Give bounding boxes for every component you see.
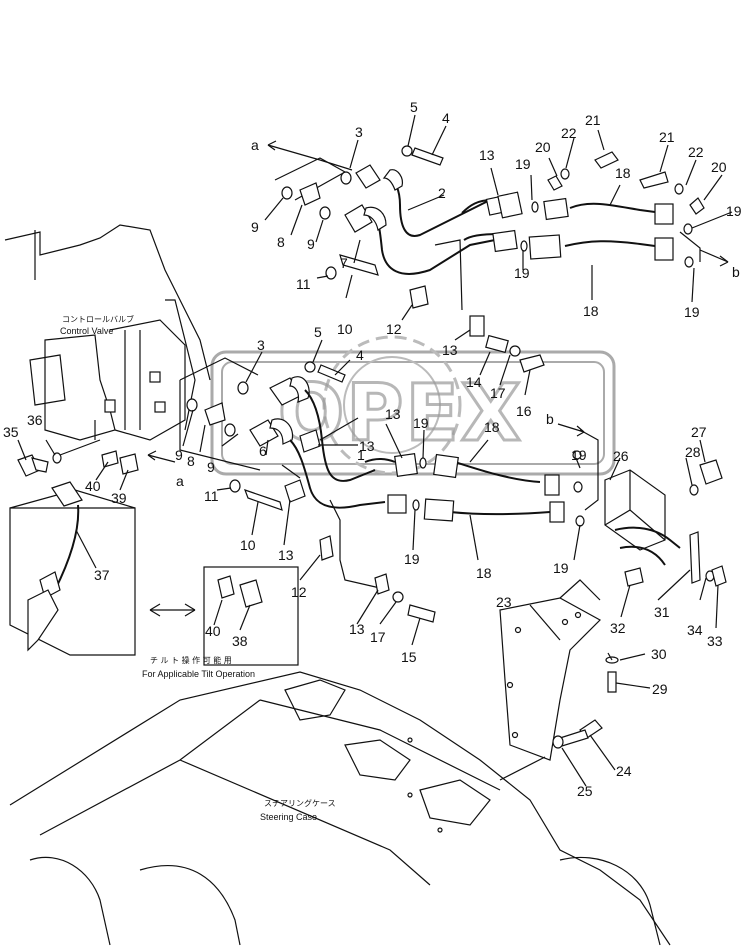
callout-29: 29 xyxy=(652,681,668,697)
callout-18: 18 xyxy=(583,303,599,319)
callout-23: 23 xyxy=(496,594,512,610)
upper-assembly xyxy=(274,157,701,354)
callout-9: 9 xyxy=(251,219,259,235)
callout-27: 27 xyxy=(691,424,707,440)
ref-b-mid: b xyxy=(546,411,554,427)
callout-8: 8 xyxy=(187,453,195,469)
callout-17: 17 xyxy=(370,629,386,645)
callout-35: 35 xyxy=(3,424,19,440)
upper-fittings xyxy=(281,145,705,373)
callout-10: 10 xyxy=(337,321,353,337)
callout-24: 24 xyxy=(616,763,632,779)
callout-21: 21 xyxy=(585,112,601,128)
control-valve xyxy=(4,224,211,441)
callout-13: 13 xyxy=(385,406,401,422)
callout-19: 19 xyxy=(571,447,587,463)
leader-lines xyxy=(17,114,733,787)
callout-19: 19 xyxy=(404,551,420,567)
tilt-option-jp-label: チ ル ト 操 作 可 能 用 xyxy=(150,655,232,665)
steering-case-en-label: Steering Case xyxy=(260,812,317,822)
callout-9: 9 xyxy=(175,447,183,463)
callout-40: 40 xyxy=(205,623,221,639)
callout-12: 12 xyxy=(291,584,307,600)
reference-arrows: a a b b xyxy=(147,137,740,489)
callout-31: 31 xyxy=(654,604,670,620)
callout-8: 8 xyxy=(277,234,285,250)
callout-17: 17 xyxy=(490,385,506,401)
tilt-option-en-label: For Applicable Tilt Operation xyxy=(142,669,255,679)
callout-5: 5 xyxy=(410,99,418,115)
callout-19: 19 xyxy=(553,560,569,576)
tilt-option-group xyxy=(9,481,299,666)
callout-13: 13 xyxy=(442,342,458,358)
callout-40: 40 xyxy=(85,478,101,494)
callout-34: 34 xyxy=(687,622,703,638)
steering-case-jp-label: ステアリングケース xyxy=(264,798,336,808)
callout-6: 6 xyxy=(259,443,267,459)
callout-9: 9 xyxy=(307,236,315,252)
callout-9: 9 xyxy=(207,459,215,475)
callout-20: 20 xyxy=(535,139,551,155)
control-valve-en-label: Control Valve xyxy=(60,326,113,336)
callout-20: 20 xyxy=(711,159,727,175)
callout-19: 19 xyxy=(515,156,531,172)
callout-38: 38 xyxy=(232,633,248,649)
callout-18: 18 xyxy=(615,165,631,181)
callout-36: 36 xyxy=(27,412,43,428)
callout-11: 11 xyxy=(296,276,311,292)
callout-22: 22 xyxy=(688,144,704,160)
ref-a-bottom: a xyxy=(176,473,184,489)
callout-4: 4 xyxy=(442,110,450,126)
right-assembly xyxy=(499,429,727,781)
ref-a-top: a xyxy=(251,137,259,153)
steering-case xyxy=(9,671,671,946)
callout-2: 2 xyxy=(438,185,446,201)
callout-10: 10 xyxy=(240,537,256,553)
callout-26: 26 xyxy=(613,448,629,464)
callout-13: 13 xyxy=(349,621,365,637)
callout-18: 18 xyxy=(484,419,500,435)
callout-3: 3 xyxy=(355,124,363,140)
callout-5: 5 xyxy=(314,324,322,340)
callout-15: 15 xyxy=(401,649,417,665)
callout-37: 37 xyxy=(94,567,110,583)
callout-18: 18 xyxy=(476,565,492,581)
callout-25: 25 xyxy=(577,783,593,799)
control-valve-jp-label: コントロールバルブ xyxy=(62,314,134,324)
left-fittings xyxy=(17,439,139,477)
callout-39: 39 xyxy=(111,490,127,506)
callout-7: 7 xyxy=(340,255,348,271)
callout-1: 1 xyxy=(357,447,365,463)
callout-13: 13 xyxy=(278,547,294,563)
callouts: 1 2 3 3 4 4 5 5 6 7 8 8 9 9 9 9 10 10 11… xyxy=(3,99,742,799)
callout-12: 12 xyxy=(386,321,402,337)
callout-19: 19 xyxy=(684,304,700,320)
callout-4: 4 xyxy=(356,347,364,363)
callout-28: 28 xyxy=(685,444,701,460)
callout-22: 22 xyxy=(561,125,577,141)
callout-11: 11 xyxy=(204,488,219,504)
callout-33: 33 xyxy=(707,633,723,649)
callout-16: 16 xyxy=(516,403,532,419)
middle-assembly xyxy=(179,357,585,623)
callout-19: 19 xyxy=(413,415,429,431)
callout-3: 3 xyxy=(257,337,265,353)
callout-21: 21 xyxy=(659,129,675,145)
callout-13: 13 xyxy=(479,147,495,163)
ref-b-right: b xyxy=(732,264,740,280)
callout-19: 19 xyxy=(726,203,742,219)
callout-30: 30 xyxy=(651,646,667,662)
callout-14: 14 xyxy=(466,374,482,390)
callout-32: 32 xyxy=(610,620,626,636)
callout-19: 19 xyxy=(514,265,530,281)
callout-13: 13 xyxy=(359,438,375,454)
